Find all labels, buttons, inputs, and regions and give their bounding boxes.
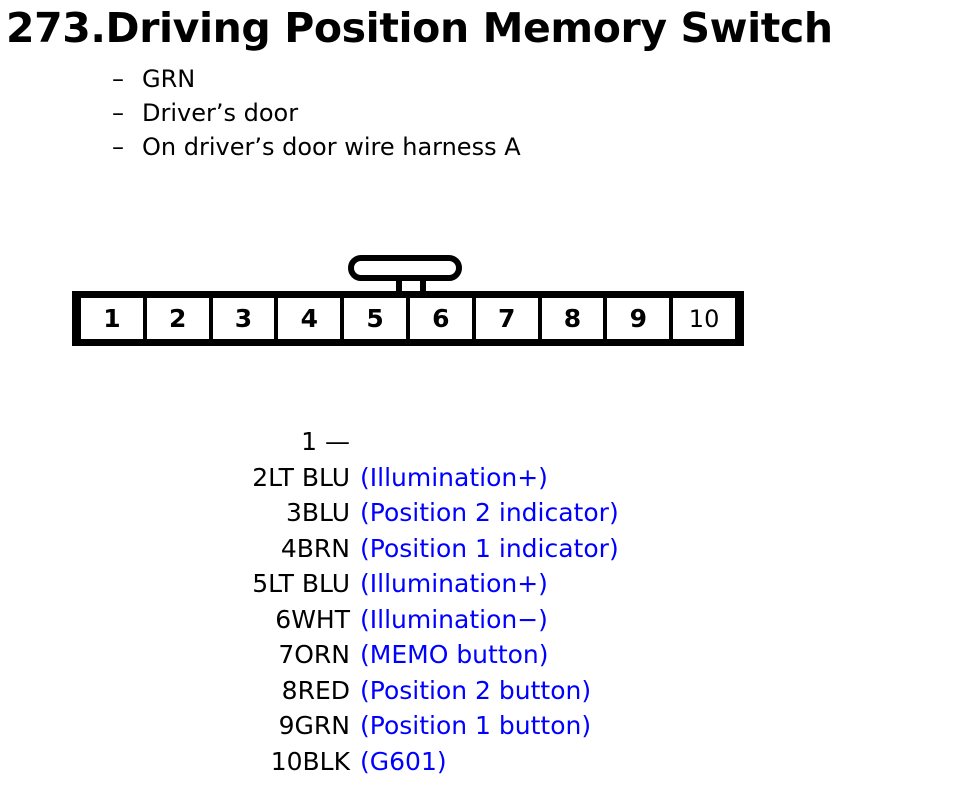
pin-desc: (Illumination−) <box>360 604 548 634</box>
connector-pin-4[interactable]: 4 <box>278 298 341 339</box>
pin-desc: (MEMO button) <box>360 640 549 669</box>
latch-stem-right <box>420 275 426 299</box>
pin-desc: (Position 2 button) <box>360 675 592 705</box>
page-title: 273.Driving Position Memory Switch <box>6 4 833 52</box>
connector-pin-6[interactable]: 6 <box>409 298 472 339</box>
pin-key: 8RED <box>281 675 350 705</box>
connector-pin-3[interactable]: 3 <box>212 298 275 339</box>
pin-row: 6WHT (Illumination−) <box>150 602 850 638</box>
connector-pin-5[interactable]: 5 <box>344 298 406 339</box>
pin-row: 5LT BLU (Illumination+) <box>150 566 850 602</box>
pin-key: 5LT BLU <box>252 569 350 598</box>
pin-desc: (Illumination+) <box>360 569 548 598</box>
bullet-dash-icon: – <box>112 65 124 93</box>
pin-desc: (Position 1 indicator) <box>360 533 619 563</box>
pin-desc: (Position 1 button) <box>360 711 592 740</box>
bullet-dash-icon: – <box>112 133 124 161</box>
connector-meta-list: – GRN – Driver’s door – On driver’s door… <box>112 62 872 164</box>
list-item: – GRN <box>112 62 872 96</box>
pin-desc: (Position 2 indicator) <box>360 498 619 527</box>
pin-key: 1 — <box>301 427 350 456</box>
pin-assignment-list: 1 — 2LT BLU (Illumination+) 3BLU (Positi… <box>150 424 850 779</box>
pin-row: 2LT BLU (Illumination+) <box>150 460 850 496</box>
list-item: – On driver’s door wire harness A <box>112 130 872 164</box>
connector-latch-icon <box>348 255 462 299</box>
pin-row: 8RED (Position 2 button) <box>150 673 850 709</box>
list-item-label: Driver’s door <box>142 99 299 127</box>
pin-key: 10BLK <box>270 746 350 776</box>
list-item-label: GRN <box>142 65 196 93</box>
connector-pin-10[interactable]: 10 <box>673 298 735 339</box>
pin-key: 6WHT <box>275 604 350 634</box>
connector-pin-2[interactable]: 2 <box>146 298 209 339</box>
connector-diagram: 1 2 3 4 5 6 7 8 9 10 <box>72 252 744 348</box>
latch-floor <box>396 275 426 281</box>
connector-body: 1 2 3 4 5 6 7 8 9 10 <box>72 291 744 346</box>
pin-key: 9GRN <box>278 711 350 740</box>
pin-key: 2LT BLU <box>252 462 350 492</box>
bullet-dash-icon: – <box>112 99 124 127</box>
connector-pin-7[interactable]: 7 <box>475 298 538 339</box>
connector-pin-9[interactable]: 9 <box>607 298 670 339</box>
pin-row: 1 — <box>150 424 850 460</box>
connector-pin-1[interactable]: 1 <box>81 298 143 339</box>
pin-key: 4BRN <box>280 533 350 563</box>
pin-desc: (Illumination+) <box>360 462 548 492</box>
list-item-label: On driver’s door wire harness A <box>142 133 521 161</box>
latch-stem-left <box>396 275 402 299</box>
pin-key: 3BLU <box>285 498 350 527</box>
connector-pin-8[interactable]: 8 <box>541 298 604 339</box>
list-item: – Driver’s door <box>112 96 872 130</box>
pin-key: 7ORN <box>278 640 350 669</box>
pin-row: 4BRN (Position 1 indicator) <box>150 531 850 567</box>
pin-desc: (G601) <box>360 746 447 776</box>
pin-row: 7ORN (MEMO button) <box>150 637 850 673</box>
pin-row: 9GRN (Position 1 button) <box>150 708 850 744</box>
pin-row: 10BLK (G601) <box>150 744 850 780</box>
pin-row: 3BLU (Position 2 indicator) <box>150 495 850 531</box>
